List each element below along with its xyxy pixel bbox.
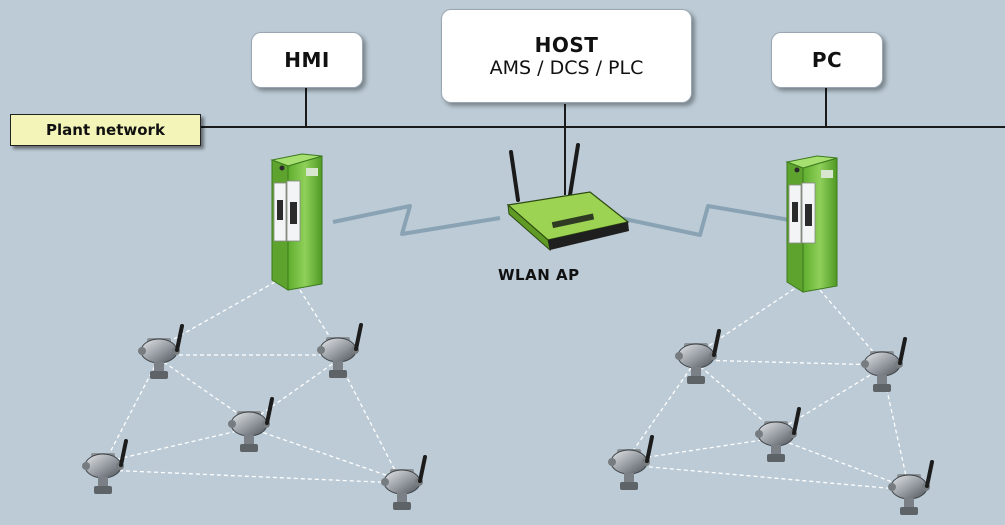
wireless-gateway-icon [786,155,838,293]
wireless-transmitter-icon [136,324,184,381]
hmi-box: HMI [251,32,363,88]
wireless-transmitter-icon [673,329,721,386]
host-box: HOST AMS / DCS / PLC [441,9,692,103]
pc-label: PC [811,48,843,72]
wireless-gateway-icon [271,153,323,291]
wireless-transmitter-icon [753,407,801,464]
wireless-transmitter-icon [379,455,427,512]
hmi-label: HMI [284,48,330,72]
host-subtitle: AMS / DCS / PLC [489,57,644,79]
wlan-router-icon [506,143,630,252]
wireless-transmitter-icon [80,439,128,496]
wireless-transmitter-icon [226,397,274,454]
mesh-links-right [627,284,909,491]
wireless-link-left [332,204,501,236]
wireless-transmitter-icon [606,435,654,492]
wireless-transmitter-icon [886,460,934,517]
pc-box: PC [771,32,883,88]
wireless-transmitter-icon [859,337,907,394]
plant-network-label: Plant network [10,114,201,146]
host-title: HOST [534,33,599,57]
wlan-ap-label: WLAN AP [498,266,580,284]
wireless-link-right [619,204,791,237]
mesh-links-left [104,281,401,484]
